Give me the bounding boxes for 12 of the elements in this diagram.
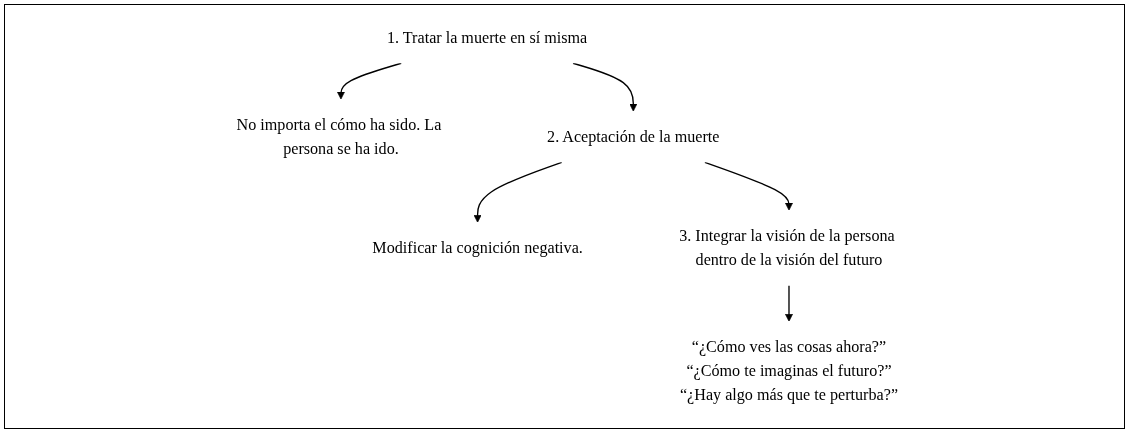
node-text: Modificar la cognición negativa. bbox=[371, 238, 583, 257]
arrow bbox=[336, 62, 402, 100]
arrow bbox=[703, 161, 793, 211]
node-text: 3. Integrar la visión de la persona dentro de la visión del futuro bbox=[678, 226, 895, 269]
arrow bbox=[571, 62, 637, 112]
node-text: 2. Aceptación de la muerte bbox=[546, 127, 720, 146]
node-text: No importa el cómo ha sido. La persona se ha ido. bbox=[236, 115, 441, 158]
node-text: “¿Cómo ves las cosas ahora?” “¿Cómo te imaginas el futuro?” “¿Hay algo más que te perturba?” bbox=[679, 337, 898, 404]
arrow bbox=[784, 284, 793, 322]
diagram-frame: 1. Tratar la muerte en sí misma No importa el cómo ha sido. La persona se ha ido. 2. Aceptación de la muerte Modificar la cognición negativa. 3. Integrar la visión de la persona dentro de la visión del futuro “¿Cómo ves las cosas ahora?” “¿Cómo te imaginas el futuro?” “¿Hay algo más que te perturba?” bbox=[4, 4, 1125, 429]
node-text: 1. Tratar la muerte en sí misma bbox=[386, 28, 587, 47]
arrow bbox=[473, 161, 562, 223]
